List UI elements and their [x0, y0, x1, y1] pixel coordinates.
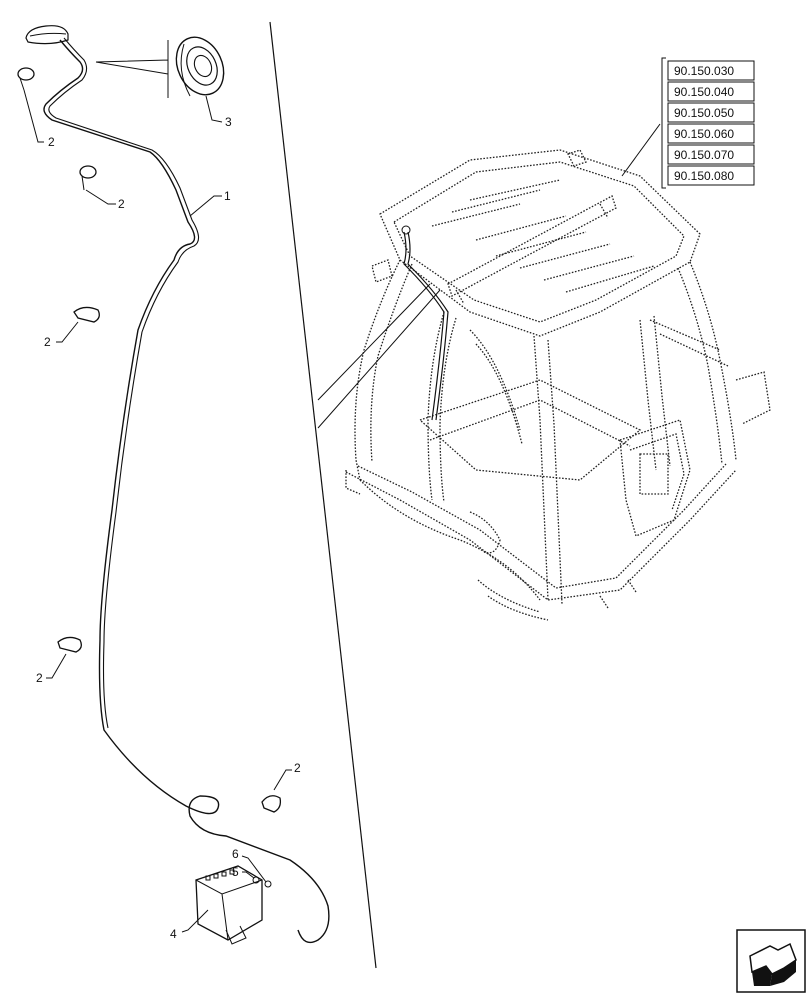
callout-5: 5	[232, 865, 239, 879]
clip-part-a	[17, 67, 35, 91]
next-page-arrow-icon[interactable]	[736, 929, 806, 993]
callout-3: 3	[225, 115, 232, 129]
reference-link[interactable]: 90.150.080	[674, 169, 734, 183]
callout-6: 6	[232, 847, 239, 861]
reference-link[interactable]: 90.150.030	[674, 64, 734, 78]
grommet-part	[175, 36, 225, 97]
callout-2c: 2	[44, 335, 51, 349]
cab-frame	[345, 149, 771, 621]
bolt-part	[264, 880, 272, 888]
reference-link[interactable]: 90.150.060	[674, 127, 734, 141]
reference-link[interactable]: 90.150.040	[674, 85, 734, 99]
washer-part	[252, 876, 260, 884]
reference-list: 90.150.030 90.150.040 90.150.050 90.150.…	[667, 60, 755, 186]
reference-link[interactable]: 90.150.050	[674, 106, 734, 120]
clip-part-d	[57, 636, 82, 653]
clip-part-e	[261, 795, 282, 813]
cable-harness	[43, 39, 330, 944]
module-part	[195, 865, 263, 945]
reference-link[interactable]: 90.150.070	[674, 148, 734, 162]
callout-1: 1	[224, 189, 231, 203]
clip-part-b	[79, 165, 97, 191]
callout-2e: 2	[294, 761, 301, 775]
callout-2d: 2	[36, 671, 43, 685]
clip-part-c	[73, 306, 100, 323]
callout-4: 4	[170, 927, 177, 941]
callout-2b: 2	[118, 197, 125, 211]
callout-2a: 2	[48, 135, 55, 149]
divider-line	[269, 21, 377, 969]
antenna-part	[25, 25, 69, 45]
